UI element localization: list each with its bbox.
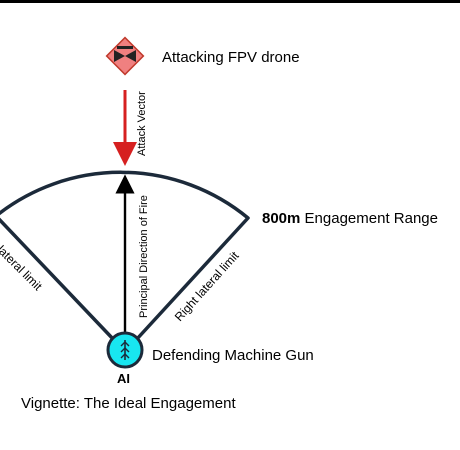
right-limit-label: Right lateral limit [172,248,242,324]
caption: Vignette: The Ideal Engagement [21,395,236,412]
attack-vector-label: Attack Vector [136,91,148,156]
gun-badge: AI [117,371,130,386]
machine-gun-icon [106,331,144,369]
top-border [0,0,460,3]
bowtie-drone-icon [105,36,145,76]
principal-direction-label: Principal Direction of Fire [138,195,150,318]
gun-label: Defending Machine Gun [152,347,314,364]
engagement-sector [0,170,250,342]
range-text: Engagement Range [300,210,438,227]
range-label: 800m Engagement Range [262,210,438,227]
range-value: 800m [262,210,300,227]
drone-label: Attacking FPV drone [162,49,300,66]
